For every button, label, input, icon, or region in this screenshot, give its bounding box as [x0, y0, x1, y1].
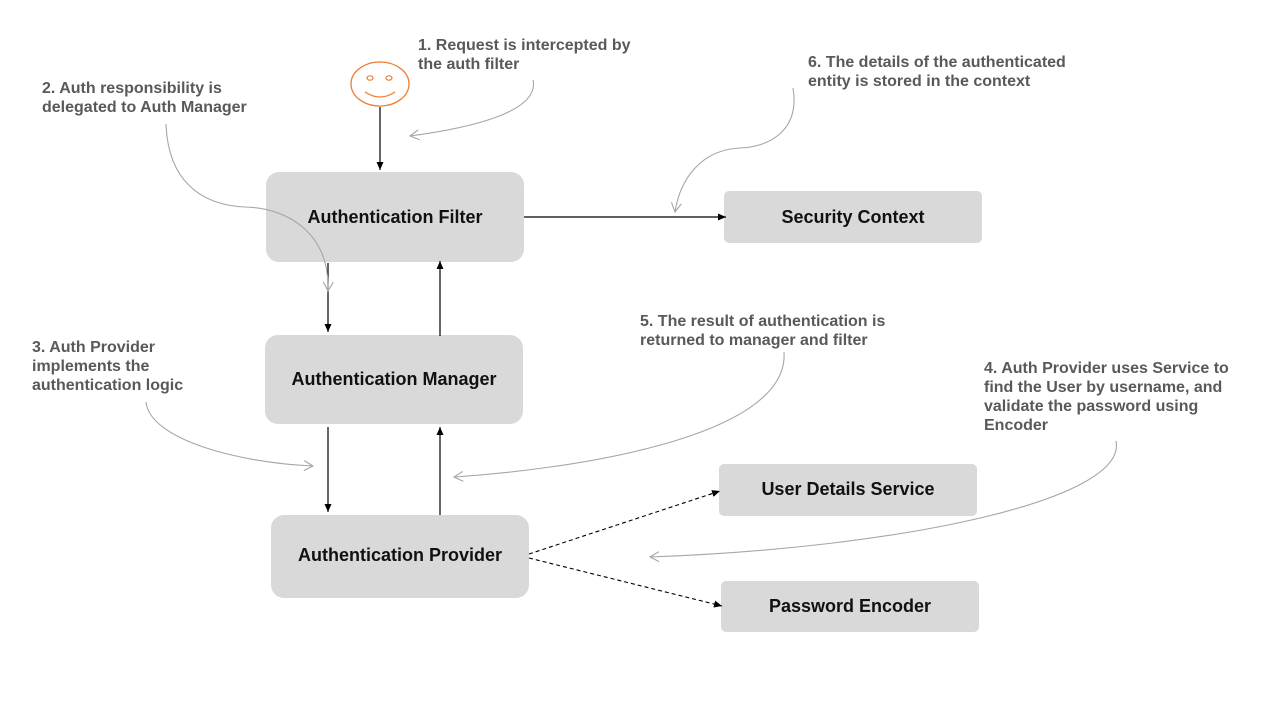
user-details-service-label: User Details Service	[761, 479, 934, 499]
note-5: 5. The result of authentication is retur…	[640, 313, 886, 349]
password-encoder-label: Password Encoder	[769, 596, 931, 616]
note-4: 4. Auth Provider uses Service to find th…	[984, 360, 1229, 434]
note-2: 2. Auth responsibility is delegated to A…	[42, 80, 247, 116]
note-2-pointer	[165, 123, 334, 293]
authentication-filter-node: Authentication Filter	[266, 172, 524, 262]
note-3-pointer	[145, 401, 315, 472]
note-4-pointer	[648, 440, 1117, 563]
note-3: 3. Auth Provider implements the authenti…	[32, 339, 184, 394]
authentication-provider-node: Authentication Provider	[271, 515, 529, 598]
note-1-pointer	[408, 79, 534, 141]
authentication-manager-node: Authentication Manager	[265, 335, 523, 424]
user-details-service-node: User Details Service	[719, 464, 977, 516]
security-context-label: Security Context	[781, 207, 924, 227]
security-context-node: Security Context	[724, 191, 982, 243]
provider-to-encoder-arrow	[528, 557, 723, 608]
note-1: 1. Request is intercepted by the auth fi…	[418, 37, 631, 73]
provider-to-user-details-arrow	[528, 490, 721, 555]
authentication-provider-label: Authentication Provider	[298, 545, 502, 565]
note-6-pointer	[670, 87, 795, 214]
authentication-manager-label: Authentication Manager	[291, 369, 496, 389]
password-encoder-node: Password Encoder	[721, 581, 979, 632]
authentication-filter-label: Authentication Filter	[308, 207, 483, 227]
note-5-pointer	[452, 351, 785, 482]
user-smiley-icon	[350, 61, 410, 107]
note-6: 6. The details of the authenticated enti…	[808, 54, 1066, 90]
